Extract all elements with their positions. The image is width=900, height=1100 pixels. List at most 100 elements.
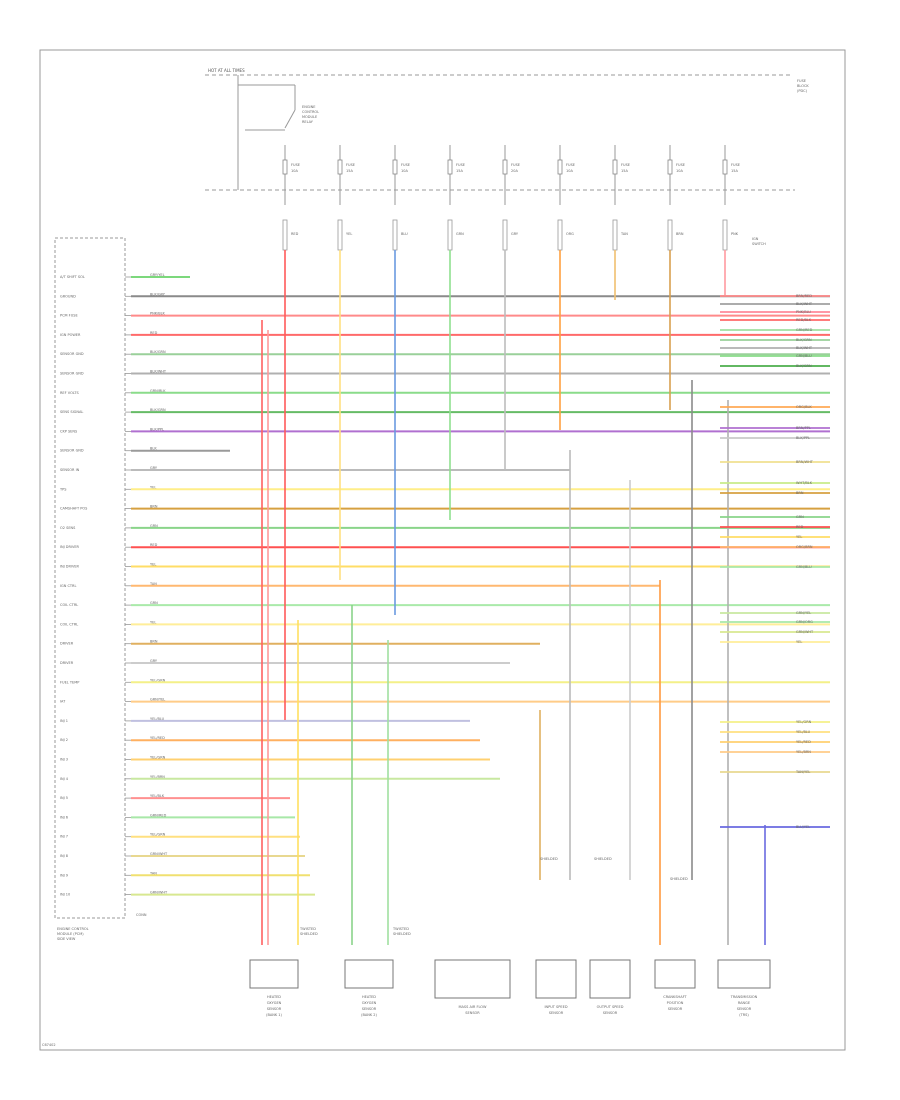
ecm-pin-label: CKP SENS [60,429,78,433]
ecm-pin-label: SENSOR GND [60,449,84,453]
fuse-name: FUSE [676,163,685,167]
ecm-pin-label: DRIVER [60,661,74,665]
ecm-pin-label: INJ 5 [60,796,68,800]
right-wire-label: BRN/RED [796,294,812,298]
ecm-pin-label: INJ 2 [60,738,68,742]
ecm-pin-wire-color: YEL [150,620,156,624]
ecm-pin-wire-color: TAN [149,582,157,586]
ecm-pin-label: INJ 4 [60,777,69,781]
component-box [535,959,577,999]
shielded-tag-1: SHIELDED [540,857,558,861]
component-label: SENSOR [737,1007,752,1011]
footer-code: C67402 [42,1043,56,1047]
fuse-block-label: FUSE BLOCK (PDC) [797,79,810,93]
wire-connector [447,219,453,251]
fuse-wire-color: PNK [731,232,739,236]
ecm-pin-label: INJ DRIVER [60,545,80,549]
ecm-pin-wire-color: YEL/GRN [150,678,166,682]
ecm-pin-label: COIL CTRL [60,603,78,607]
ecm-pin-label: INJ 6 [60,815,68,819]
fuse-amps: 15A [731,169,738,173]
ecm-pin-label: FUEL TEMP [60,680,79,684]
right-wire-label: BLK/GRN [796,338,812,342]
fuse-icon [612,159,618,175]
ecm-pin-label: REF VOLTS [60,391,79,395]
right-wire-label: GRN/WHT [796,630,814,634]
component-box [344,959,394,989]
fuse-icon [282,159,288,175]
ecm-pin-wire-color: YEL/BLK [150,794,165,798]
right-wire-label: YEL/BRN [796,750,811,754]
right-wire-label: ORG/BRN [796,545,813,549]
ecm-pin-label: INJ 10 [60,893,70,897]
ecm-pin-wire-color: RED [150,331,158,335]
ecm-pin-label: SENSOR GND [60,372,84,376]
component-label: SENSOR [603,1011,618,1015]
right-wire-label: BLK/PPL [796,436,810,440]
right-wire-label: WHT/BLK [796,481,813,485]
ecm-pin-wire-color: BRN [150,505,158,509]
ecm-pin-label: SENSOR IN [60,468,80,472]
ecm-pin-wire-color: GRN/RED [150,813,167,817]
component-label: POSITION [667,1001,684,1005]
ecm-pin-wire-color: GRY/YEL [150,273,165,277]
ecm-pin-wire-color: GRN [150,524,158,528]
ecm-pin-wire-color: BLK/GRN [150,350,166,354]
right-wire-label: YEL/GRN [796,720,812,724]
right-wire-label: GRN [796,515,804,519]
right-wire-label: ORG/BLK [796,405,812,409]
fuse-row: FUSE10AREDFUSE15AYELFUSE10ABLUFUSE15AGRN… [282,145,740,251]
wire-connector [337,219,343,251]
shield-note-2: TWISTED SHIELDED [392,927,411,936]
right-wire-label: BLK/GRN [796,364,812,368]
ecm-pin-wire-color: GRN/WHT [150,891,168,895]
fuse-wire-color: GRY [511,232,519,236]
fuse-name: FUSE [401,163,410,167]
fuse-wire-color: BRN [676,232,684,236]
ecm-pin-wire-color: GRY [150,659,158,663]
fuse-wire-color: RED [291,232,299,236]
wire-connector [502,219,508,251]
component-label: OXYGEN [267,1001,282,1005]
shielded-tag-2: SHIELDED [594,857,612,861]
ecm-pin-wire-color: BRN [150,640,158,644]
component-label: RANGE [738,1001,750,1005]
ecm-name: ENGINE CONTROL MODULE (PCM) SIDE VIEW [57,927,90,941]
fuse-amps: 15A [346,169,353,173]
ecm-pin-wire-color: TAN [149,871,157,875]
component-box [249,959,299,989]
fuse-name: FUSE [566,163,575,167]
component-label: OUTPUT SPEED [597,1005,624,1009]
relay-label: ENGINE CONTROL MODULE RELAY [302,105,320,124]
fuse-icon [447,159,453,175]
ecm-pin-label: INJ DRIVER [60,565,80,569]
right-wire-label: TAN/YEL [795,770,810,774]
diagram-frame [39,49,846,1051]
ecm-pin-label: INJ 7 [60,835,68,839]
ecm-pin-wire-color: RED [150,543,158,547]
fuse-wire-color: TAN [620,232,628,236]
ecm-pin-wire-color: GRN/YEL [150,698,165,702]
component-label: TRANSMISSION [730,995,758,999]
wire-connector [667,219,673,251]
fuse-icon [337,159,343,175]
fuse-name: FUSE [511,163,520,167]
ecm-pin-wire-color: BLK [150,447,157,451]
right-wire-label: GRN/ORG [796,620,813,624]
component-label: CRANKSHAFT [663,995,687,999]
shielded-tag-3: SHIELDED [670,877,688,881]
right-wire-label: BRN/WHT [796,460,814,464]
fuse-amps: 10A [676,169,683,173]
ecm-pin-label: INJ 9 [60,873,68,877]
ecm-pin-label: IAT [60,700,66,704]
right-wire-label: YEL [796,535,802,539]
ecm-pin-label: PCM FUSE [60,314,78,318]
ecm-pin-label: O2 SENS [60,526,76,530]
ecm-pin-label: COIL CTRL [60,622,78,626]
ecm-pin-label: GROUND [60,294,76,298]
wire-connector [282,219,288,251]
component-box [434,959,511,999]
component-label: SENSOR [668,1007,683,1011]
